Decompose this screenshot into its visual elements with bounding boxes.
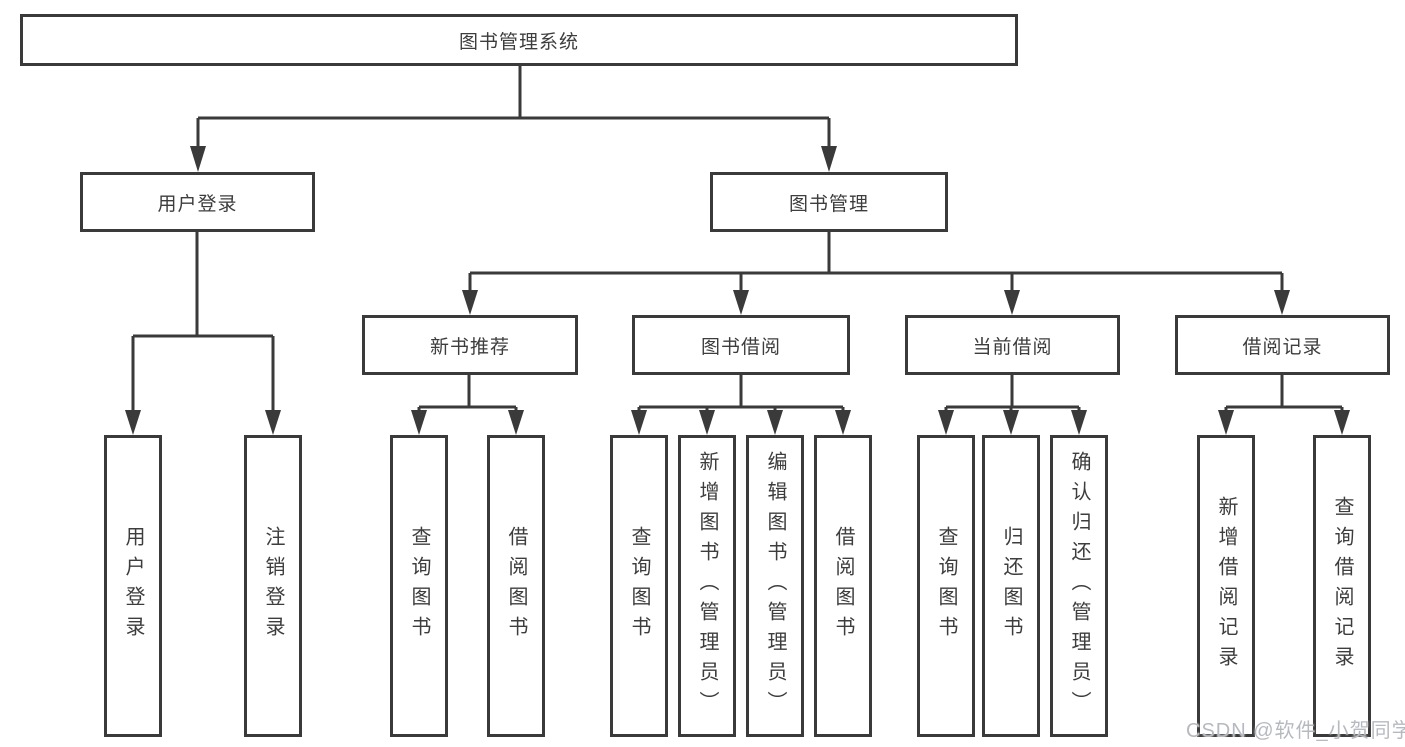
node-label: 查询图书 bbox=[628, 526, 650, 646]
node-root-system: 图书管理系统 bbox=[20, 14, 1018, 66]
node-label: 借阅记录 bbox=[1242, 336, 1323, 358]
leaf-query-borrow-record: 查询借阅记录 bbox=[1313, 435, 1371, 737]
node-label: 查询图书 bbox=[935, 526, 957, 646]
node-label: 借阅图书 bbox=[832, 526, 854, 646]
leaf-edit-books-admin: 编辑图书（管理员） bbox=[746, 435, 804, 737]
edge-userlogin-to-leaves bbox=[131, 232, 275, 413]
node-label: 借阅图书 bbox=[505, 526, 527, 646]
edge-borrow-to-leaves bbox=[637, 375, 845, 413]
node-label: 归还图书 bbox=[1000, 526, 1022, 646]
node-label: 确认归还（管理员） bbox=[1068, 451, 1090, 721]
node-label: 当前借阅 bbox=[972, 336, 1053, 358]
node-label: 查询借阅记录 bbox=[1331, 496, 1353, 676]
leaf-add-books-admin: 新增图书（管理员） bbox=[678, 435, 736, 737]
node-label: 图书管理 bbox=[788, 193, 869, 215]
node-user-login: 用户登录 bbox=[80, 172, 315, 232]
edge-bookmgmt-to-level3 bbox=[468, 232, 1284, 293]
node-borrowing-records: 借阅记录 bbox=[1175, 315, 1390, 375]
leaf-confirm-return-admin: 确认归还（管理员） bbox=[1050, 435, 1108, 737]
leaf-borrow-books-recommend: 借阅图书 bbox=[487, 435, 545, 737]
node-label: 新书推荐 bbox=[429, 336, 510, 358]
leaf-query-books-borrow: 查询图书 bbox=[610, 435, 668, 737]
node-new-book-recommend: 新书推荐 bbox=[362, 315, 578, 375]
edge-newbook-to-leaves bbox=[417, 375, 518, 413]
node-label: 注销登录 bbox=[262, 526, 284, 646]
leaf-return-books: 归还图书 bbox=[982, 435, 1040, 737]
node-label: 新增图书（管理员） bbox=[696, 451, 718, 721]
node-label: 图书借阅 bbox=[700, 336, 781, 358]
csdn-watermark: CSDN @软件_小贺同学 bbox=[1186, 720, 1405, 742]
edge-records-to-leaves bbox=[1224, 375, 1344, 413]
node-current-borrowing: 当前借阅 bbox=[905, 315, 1120, 375]
edge-current-to-leaves bbox=[944, 375, 1081, 413]
arrowheads bbox=[125, 146, 1350, 435]
node-book-borrowing: 图书借阅 bbox=[632, 315, 850, 375]
node-label: 图书管理系统 bbox=[458, 31, 579, 53]
node-label: 用户登录 bbox=[157, 193, 238, 215]
node-book-management: 图书管理 bbox=[710, 172, 948, 232]
leaf-query-books-recommend: 查询图书 bbox=[390, 435, 448, 737]
leaf-borrow-books: 借阅图书 bbox=[814, 435, 872, 737]
node-label: 用户登录 bbox=[122, 526, 144, 646]
leaf-query-books-current: 查询图书 bbox=[917, 435, 975, 737]
leaf-add-borrow-record: 新增借阅记录 bbox=[1197, 435, 1255, 737]
leaf-logout: 注销登录 bbox=[244, 435, 302, 737]
node-label: 查询图书 bbox=[408, 526, 430, 646]
node-label: 编辑图书（管理员） bbox=[764, 451, 786, 721]
edge-root-to-level2 bbox=[196, 66, 831, 150]
node-label: 新增借阅记录 bbox=[1215, 496, 1237, 676]
leaf-user-login: 用户登录 bbox=[104, 435, 162, 737]
